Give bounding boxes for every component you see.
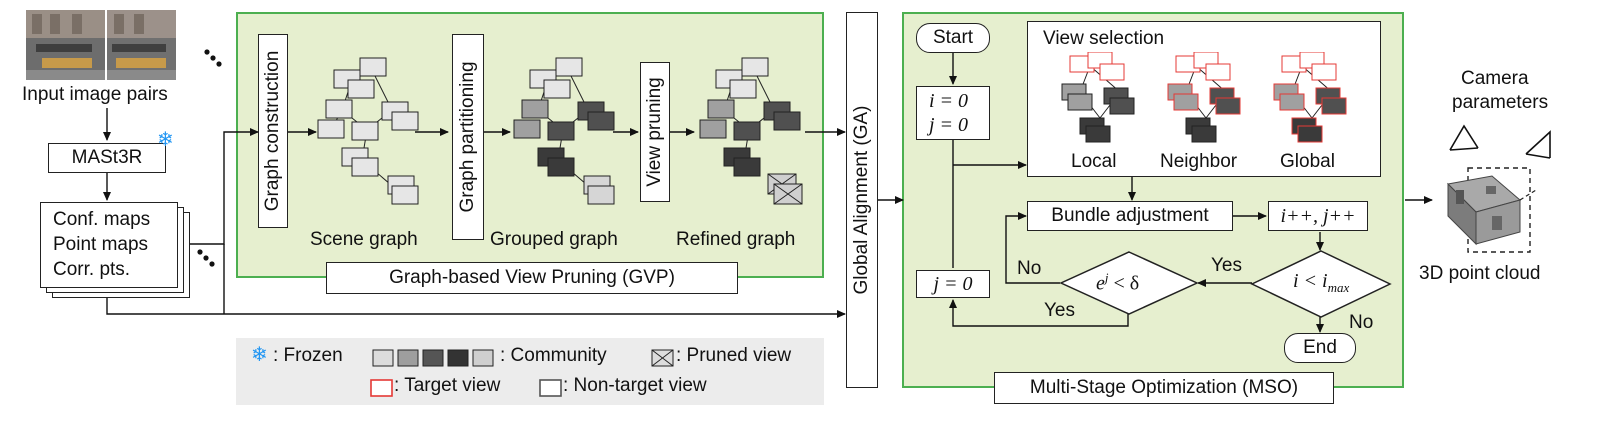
increment-label: i++, j++ — [1280, 204, 1356, 227]
non-target-view-swatch — [539, 379, 562, 397]
refined-graph-label: Refined graph — [676, 229, 796, 250]
start-label: Start — [932, 27, 974, 48]
refined-graph-diagram — [699, 57, 803, 205]
view-selection-global-diagram — [1273, 52, 1347, 143]
reset-j: j = 0 — [933, 272, 973, 295]
end-label: End — [1303, 337, 1337, 358]
cond-e-rest: < δ — [1108, 272, 1140, 295]
grouped-graph-diagram — [513, 57, 615, 205]
graph-construction-box: Graph construction — [258, 34, 288, 228]
increment-box: i++, j++ — [1268, 201, 1368, 231]
view-selection-title: View selection — [1043, 28, 1165, 49]
cond-e-text: ej < δ — [1096, 270, 1139, 296]
ellipsis-icon-2 — [197, 249, 215, 267]
reset-j-box: j = 0 — [916, 270, 990, 298]
init-j: j = 0 — [929, 114, 969, 136]
output-line-2: Point maps — [53, 234, 149, 255]
graph-partitioning-label: Graph partitioning — [457, 61, 478, 213]
grouped-graph-label: Grouped graph — [490, 229, 618, 250]
view-selection-local-diagram — [1061, 52, 1135, 143]
global-alignment-label: Global Alignment (GA) — [851, 105, 872, 295]
mast3r-box: MASt3R — [48, 143, 166, 173]
camera-icon — [1449, 124, 1479, 151]
view-selection-local-label: Local — [1071, 151, 1117, 172]
mso-title: Multi-Stage Optimization (MSO) — [1029, 377, 1299, 398]
scene-graph-label: Scene graph — [310, 229, 418, 250]
input-image-pair — [26, 10, 176, 80]
scene-graph-diagram — [317, 57, 419, 205]
end-node: End — [1284, 333, 1356, 363]
output-line-3: Corr. pts. — [53, 259, 131, 280]
camera-icon-2 — [1525, 130, 1551, 159]
point-cloud-label: 3D point cloud — [1419, 263, 1541, 284]
gvp-title-box: Graph-based View Pruning (GVP) — [326, 262, 738, 294]
graph-construction-label: Graph construction — [262, 50, 283, 212]
input-image-label: Input image pairs — [22, 84, 168, 105]
legend-community-swatches — [372, 349, 494, 367]
view-pruning-box: View pruning — [640, 62, 670, 202]
start-node: Start — [916, 23, 990, 53]
camera-label-line1: Camera — [1461, 68, 1529, 89]
legend-community-label: : Community — [500, 345, 607, 366]
legend-target-label: : Target view — [394, 375, 501, 396]
ellipsis-icon — [204, 49, 222, 67]
point-cloud-icon — [1446, 167, 1537, 253]
yes-label-1: Yes — [1211, 255, 1242, 276]
legend-snowflake-icon: ❄ — [251, 344, 268, 366]
global-alignment-box: Global Alignment (GA) — [846, 12, 878, 388]
yes-label-2: Yes — [1044, 300, 1075, 321]
decision-diamond-e — [1059, 251, 1199, 315]
legend-panel — [236, 338, 824, 405]
view-selection-neighbor-label: Neighbor — [1160, 151, 1238, 172]
maps-stack-front: Conf. maps Point maps Corr. pts. — [40, 202, 178, 288]
camera-label-line2: parameters — [1452, 92, 1549, 113]
decision-diamond-i — [1250, 250, 1392, 318]
frozen-snowflake-icon: ❄ — [157, 129, 174, 151]
cond-i-text: i < imax — [1293, 270, 1349, 296]
mso-title-box: Multi-Stage Optimization (MSO) — [994, 372, 1334, 404]
cond-e-sup: j — [1104, 270, 1109, 285]
bundle-adjustment-box: Bundle adjustment — [1027, 201, 1233, 231]
pruned-view-icon — [651, 349, 674, 367]
init-i: i = 0 — [929, 90, 969, 112]
legend-frozen-label: : Frozen — [273, 345, 343, 366]
legend-pruned-label: : Pruned view — [676, 345, 792, 366]
no-label-1: No — [1017, 258, 1042, 279]
no-label-2: No — [1349, 312, 1374, 333]
target-view-swatch — [370, 379, 393, 397]
legend-non-target-label: : Non-target view — [563, 375, 707, 396]
graph-partitioning-box: Graph partitioning — [452, 34, 484, 240]
cond-i-main: i < i — [1293, 270, 1328, 292]
view-selection-neighbor-diagram — [1167, 52, 1241, 143]
view-pruning-label: View pruning — [644, 77, 665, 187]
mast3r-label: MASt3R — [71, 147, 143, 168]
gvp-title: Graph-based View Pruning (GVP) — [389, 267, 675, 288]
cond-e-main: e — [1096, 272, 1105, 295]
gvp-panel — [236, 12, 824, 278]
view-selection-global-label: Global — [1280, 151, 1335, 172]
output-line-1: Conf. maps — [53, 209, 151, 230]
cond-i-sub: max — [1327, 280, 1350, 295]
bundle-adjustment-label: Bundle adjustment — [1051, 205, 1209, 226]
init-box: i = 0 j = 0 — [916, 86, 990, 140]
